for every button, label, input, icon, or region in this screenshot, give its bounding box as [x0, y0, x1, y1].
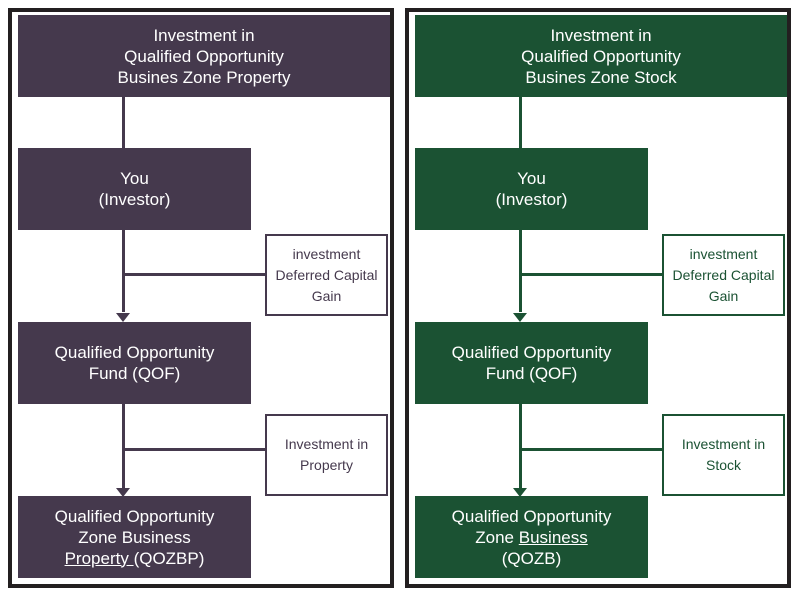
- fund-box: Qualified Opportunity Fund (QOF): [18, 322, 251, 404]
- header-line: Investment in: [153, 25, 255, 45]
- connector-line: [122, 448, 266, 451]
- connector-line: [122, 97, 125, 148]
- zone-business-box: Qualified Opportunity Zone Business (QOZ…: [415, 496, 648, 578]
- investment-line: Property: [300, 457, 353, 473]
- zone-underlined-text: Business: [518, 527, 588, 547]
- investor-line: (Investor): [495, 190, 568, 209]
- deferred-gain-box: investment Deferred Capital Gain: [265, 234, 388, 316]
- gain-line: Deferred Capital: [672, 266, 775, 283]
- zone-business-box: Qualified Opportunity Zone Business Prop…: [18, 496, 251, 578]
- header-line: Busines Zone Stock: [525, 67, 677, 87]
- header-box: Investment in Qualified Opportunity Busi…: [415, 15, 787, 97]
- fund-line: Fund (QOF): [485, 364, 578, 383]
- zone-line: (QOZB): [501, 548, 562, 568]
- zone-line: Qualified Opportunity: [451, 506, 612, 526]
- connector-line: [519, 448, 663, 451]
- investment-stock-box: Investment in Stock: [662, 414, 785, 496]
- arrow-head: [513, 488, 527, 497]
- header-line: Busines Zone Property: [117, 67, 291, 87]
- header-line: Qualified Opportunity: [521, 46, 681, 66]
- header-line: Investment in: [550, 25, 652, 45]
- connector-line: [519, 97, 522, 148]
- fund-line: Qualified Opportunity: [451, 343, 612, 362]
- gain-line: investment: [689, 245, 758, 262]
- zone-line: Property (QOZBP): [65, 548, 205, 569]
- investment-line: Investment in: [681, 436, 766, 452]
- gain-line: Gain: [708, 287, 739, 304]
- investor-box: You (Investor): [415, 148, 648, 230]
- gain-line: Deferred Capital: [275, 266, 378, 283]
- zone-line: Qualified Opportunity: [54, 506, 215, 526]
- zone-line: Zone Business: [78, 527, 191, 547]
- connector-line: [122, 273, 266, 276]
- arrow-head: [116, 488, 130, 497]
- zone-underlined-text: Property: [64, 548, 134, 568]
- fund-line: Qualified Opportunity: [54, 343, 215, 362]
- header-box: Investment in Qualified Opportunity Busi…: [18, 15, 390, 97]
- investor-line: You: [120, 169, 149, 188]
- investment-line: Investment in: [284, 436, 369, 452]
- investor-line: You: [517, 169, 546, 188]
- connector-line: [519, 273, 663, 276]
- gain-line: investment: [292, 245, 361, 262]
- stock-flow-panel: Investment in Qualified Opportunity Busi…: [405, 8, 791, 588]
- fund-box: Qualified Opportunity Fund (QOF): [415, 322, 648, 404]
- connector-line: [122, 230, 125, 312]
- header-line: Qualified Opportunity: [124, 46, 284, 66]
- zone-line: Zone Business: [475, 527, 587, 548]
- fund-line: Fund (QOF): [88, 364, 181, 383]
- gain-line: Gain: [311, 287, 342, 304]
- deferred-gain-box: investment Deferred Capital Gain: [662, 234, 785, 316]
- connector-line: [519, 230, 522, 312]
- connector-line: [122, 404, 125, 488]
- arrow-head: [116, 313, 130, 322]
- connector-line: [519, 404, 522, 488]
- investment-line: Stock: [705, 457, 741, 473]
- zone-text: (QOZBP): [133, 548, 205, 568]
- investor-box: You (Investor): [18, 148, 251, 230]
- zone-text: Zone: [475, 527, 519, 547]
- investment-property-box: Investment in Property: [265, 414, 388, 496]
- property-flow-panel: Investment in Qualified Opportunity Busi…: [8, 8, 394, 588]
- investor-line: (Investor): [98, 190, 171, 209]
- arrow-head: [513, 313, 527, 322]
